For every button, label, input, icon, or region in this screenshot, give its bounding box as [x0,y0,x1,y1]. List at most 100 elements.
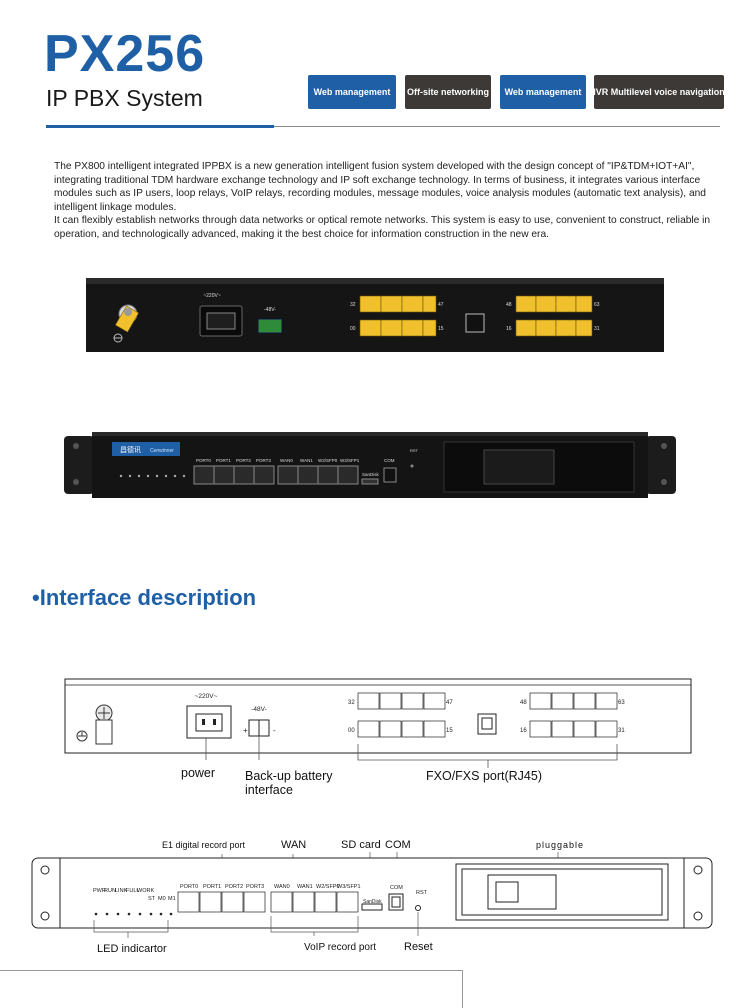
intro-text: The PX800 intelligent integrated IPPBX i… [54,160,724,241]
port-label: PORT3 [246,884,264,890]
led-label: RUN [104,888,116,894]
header-rule-accent [46,125,274,128]
caption-power: power [181,766,215,780]
port-label: 48 [520,700,527,706]
caption-voip: VoIP record port [304,942,376,953]
front-panel-diagram: E1 digital record port WAN SD card COM p… [31,839,713,955]
product-subtitle: IP PBX System [46,85,203,111]
port-label: PORT2 [236,458,251,463]
port-label: 31 [618,728,625,734]
port-label: PORT0 [196,458,211,463]
fxo-port-block-b [529,692,618,738]
port-label: 63 [594,302,600,308]
power-label: ~220V~ [195,693,218,700]
led-label: ST [148,896,156,902]
com-label: COM [390,885,403,891]
com-label: COM [384,458,395,463]
port-label: 47 [446,700,453,706]
label-sd: SD card [341,839,381,851]
dc-minus: - [273,726,276,735]
dc-label: -48V- [251,706,267,713]
reset-pinhole [415,905,421,911]
fxo-port-block-a [359,295,437,337]
rear-panel-photo: ~220V~ -48V- 32 47 00 15 48 63 16 31 [86,278,664,352]
led-label: LINK [115,888,128,894]
intro-paragraph-2: It can flexibly establish networks throu… [54,215,711,240]
footer-rule [0,970,462,971]
led-label: M0 [158,896,166,902]
port-label: WAN1 [300,458,313,463]
caption-led: LED indicartor [97,943,167,955]
rst-label: RST [410,448,419,453]
header-rule [274,126,720,127]
section-title: •Interface description [32,585,256,611]
led-label: PWR [93,888,106,894]
port-label: W2/SFP0 [318,458,338,463]
front-panel-photo: 昌德讯 Cenwinner PORT0 PORT1 PORT2 PORT3 WA… [64,432,676,498]
port-label: 15 [446,728,453,734]
port-label: 00 [350,326,356,332]
sd-label: SanDisk [362,472,380,477]
fxo-port-block-a [357,692,446,738]
ground-terminal-icon [76,704,113,745]
label-e1: E1 digital record port [162,840,246,850]
led-label: FULL [126,888,139,894]
port-label: WAN0 [280,458,293,463]
port-label: 63 [618,700,625,706]
port-label: W2/SFP0 [316,884,340,890]
label-wan: WAN [281,839,306,851]
port-label: 16 [506,326,512,332]
port-label: 16 [520,728,527,734]
sd-slot [361,478,379,485]
ground-terminal-icon [113,304,139,343]
rst-label: RST [416,890,428,896]
caption-battery: Back-up battery [245,769,333,783]
led-group [119,474,186,478]
brand-sub-label: Cenwinner [150,448,174,454]
port-label: WAN0 [274,884,290,890]
brand-label: 昌德讯 [120,445,141,454]
port-label: 31 [594,326,600,332]
section-bullet: • [32,585,40,610]
port-label: W3/SFP1 [337,884,361,890]
port-label: PORT1 [216,458,231,463]
port-label: WAN1 [297,884,313,890]
caption-battery-2: interface [245,783,293,797]
section-title-text: Interface description [39,585,257,610]
port-label: 32 [350,302,356,308]
port-label: 00 [348,728,355,734]
port-label: PORT3 [256,458,271,463]
port-label: PORT2 [225,884,243,890]
feature-tag: Web management [308,75,396,109]
sd-label: SanDisk [363,899,382,905]
port-label: 48 [506,302,512,308]
feature-tag: IVR Multilevel voice navigation [593,75,725,109]
label-pluggable: pluggable [536,840,584,850]
feature-tag: Web management [500,75,586,109]
port-label: PORT1 [203,884,221,890]
com-port [383,467,397,483]
dc-label: -48V- [264,307,276,313]
port-label: W3/SFP1 [340,458,360,463]
footer-rule-vertical [462,970,463,1008]
rj45-port-row [177,891,359,913]
port-label: 32 [348,700,355,706]
feature-tag: Off-site networking [405,75,491,109]
port-label: 15 [438,326,444,332]
product-title: PX256 [44,25,206,83]
reset-pinhole [410,464,414,468]
fxo-port-block-b [515,295,593,337]
power-label: ~220V~ [203,293,221,299]
rj45-port-row [193,465,359,485]
led-label: WORK [137,888,154,894]
led-group: PWR RUN LINK FULL WORK ST M0 M1 [93,888,176,916]
port-label: 47 [438,302,444,308]
label-com: COM [385,839,411,851]
caption-reset: Reset [404,941,433,953]
intro-paragraph-1: The PX800 intelligent integrated IPPBX i… [54,161,706,213]
sd-slot [361,903,383,911]
caption-fxo: FXO/FXS port(RJ45) [426,769,542,783]
rear-panel-diagram: ~220V~ -48V- + - 32 47 00 15 48 63 16 31… [64,678,692,797]
led-label: M1 [168,896,176,902]
dc-plus: + [243,726,248,735]
